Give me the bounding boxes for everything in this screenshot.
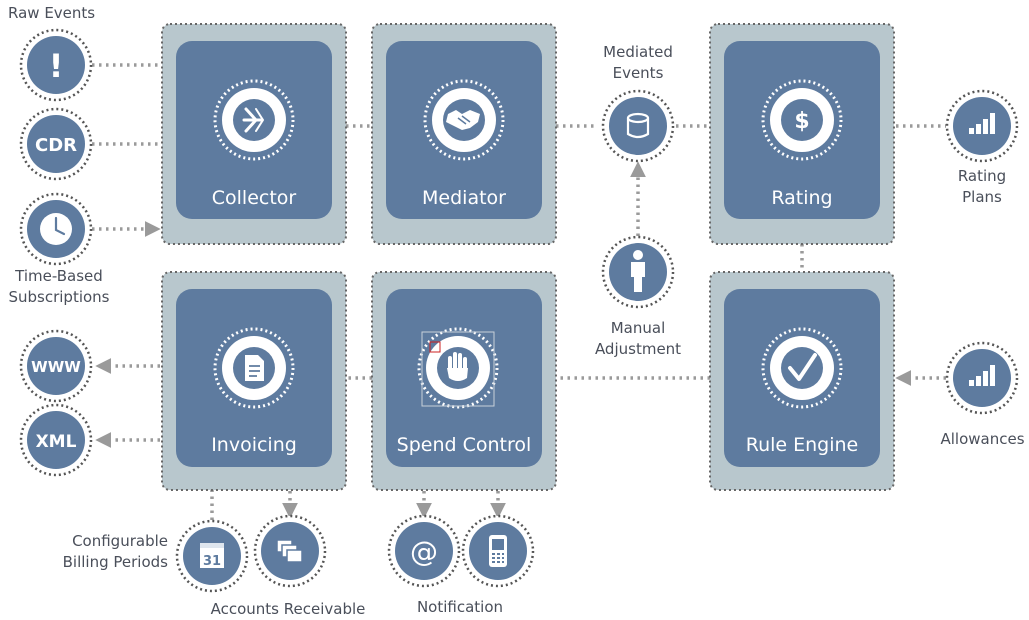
node-billing-periods: 31 [175,519,249,593]
module-rule-engine: Rule Engine [709,271,895,491]
mediated-events-label-line1: Mediated [603,43,673,61]
node-allowances [945,341,1019,415]
raw-events-label: Raw Events [8,4,96,22]
bar-chart-icon [969,365,995,386]
bar-chart-icon [969,113,995,134]
node-rating-plans [945,89,1019,163]
spend-control-label: Spend Control [397,434,532,456]
billing-periods-label-line2: Billing Periods [62,553,168,571]
selection-handle [429,341,441,353]
node-notification: @ [387,514,461,588]
allowances-label: Allowances [940,430,1025,448]
mediated-events-label-line2: Events [612,64,664,82]
notification-label: Notification [416,598,504,616]
node-xml: XML [19,403,93,477]
mediated-events-label: Mediated Events [588,42,688,84]
rule-engine-label: Rule Engine [746,434,859,456]
files-icon [276,539,303,563]
billing-periods-label-line1: Configurable [72,532,168,550]
billing-periods-label: Configurable Billing Periods [28,531,168,573]
node-manual-adjustment [601,235,675,309]
calendar-day-text: 31 [203,554,221,569]
handshake-icon [446,110,480,130]
node-raw-events: ! [19,28,93,102]
mobile-phone-icon [489,535,507,567]
checkmark-icon [788,353,817,381]
manual-adjustment-label-line1: Manual [610,319,666,337]
module-spend-control: Spend Control [371,271,557,491]
dollar-icon: $ [794,109,809,134]
rating-plans-label-line2: Plans [962,188,1002,206]
node-cdr: CDR [19,107,93,181]
cdr-icon-text: CDR [35,135,77,156]
invoicing-label: Invoicing [211,434,297,456]
node-mediated-events [601,89,675,163]
database-icon [626,112,650,139]
time-based-label-line1: Time-Based [15,267,103,285]
time-based-label: Time-Based Subscriptions [0,266,118,308]
manual-adjustment-label-line2: Adjustment [594,340,682,358]
person-icon [631,250,645,292]
selection-box [421,331,495,407]
exclamation-icon: ! [49,47,64,85]
clock-icon [40,213,72,245]
accounts-receivable-label: Accounts Receivable [210,600,366,618]
manual-adjustment-label: Manual Adjustment [584,318,692,360]
document-icon [245,355,264,381]
module-rating: $ Rating [709,23,895,245]
arrow-right-icon [242,107,264,133]
rating-plans-label-line1: Rating [957,167,1007,185]
node-www: WWW [19,329,93,403]
module-mediator: Mediator [371,23,557,245]
hand-stop-icon [447,352,468,381]
mediator-label: Mediator [422,187,506,209]
module-invoicing: Invoicing [161,271,347,491]
node-time-based [19,192,93,266]
time-based-label-line2: Subscriptions [8,288,110,306]
node-accounts-receivable [253,514,327,588]
node-mobile [461,514,535,588]
xml-icon-text: XML [36,432,77,452]
at-sign-icon: @ [410,535,438,568]
rating-label: Rating [771,187,832,209]
rating-plans-label: Rating Plans [942,166,1022,208]
collector-label: Collector [212,187,297,209]
calendar-icon: 31 [200,543,224,569]
www-icon-text: WWW [31,358,81,376]
module-collector: Collector [161,23,347,245]
